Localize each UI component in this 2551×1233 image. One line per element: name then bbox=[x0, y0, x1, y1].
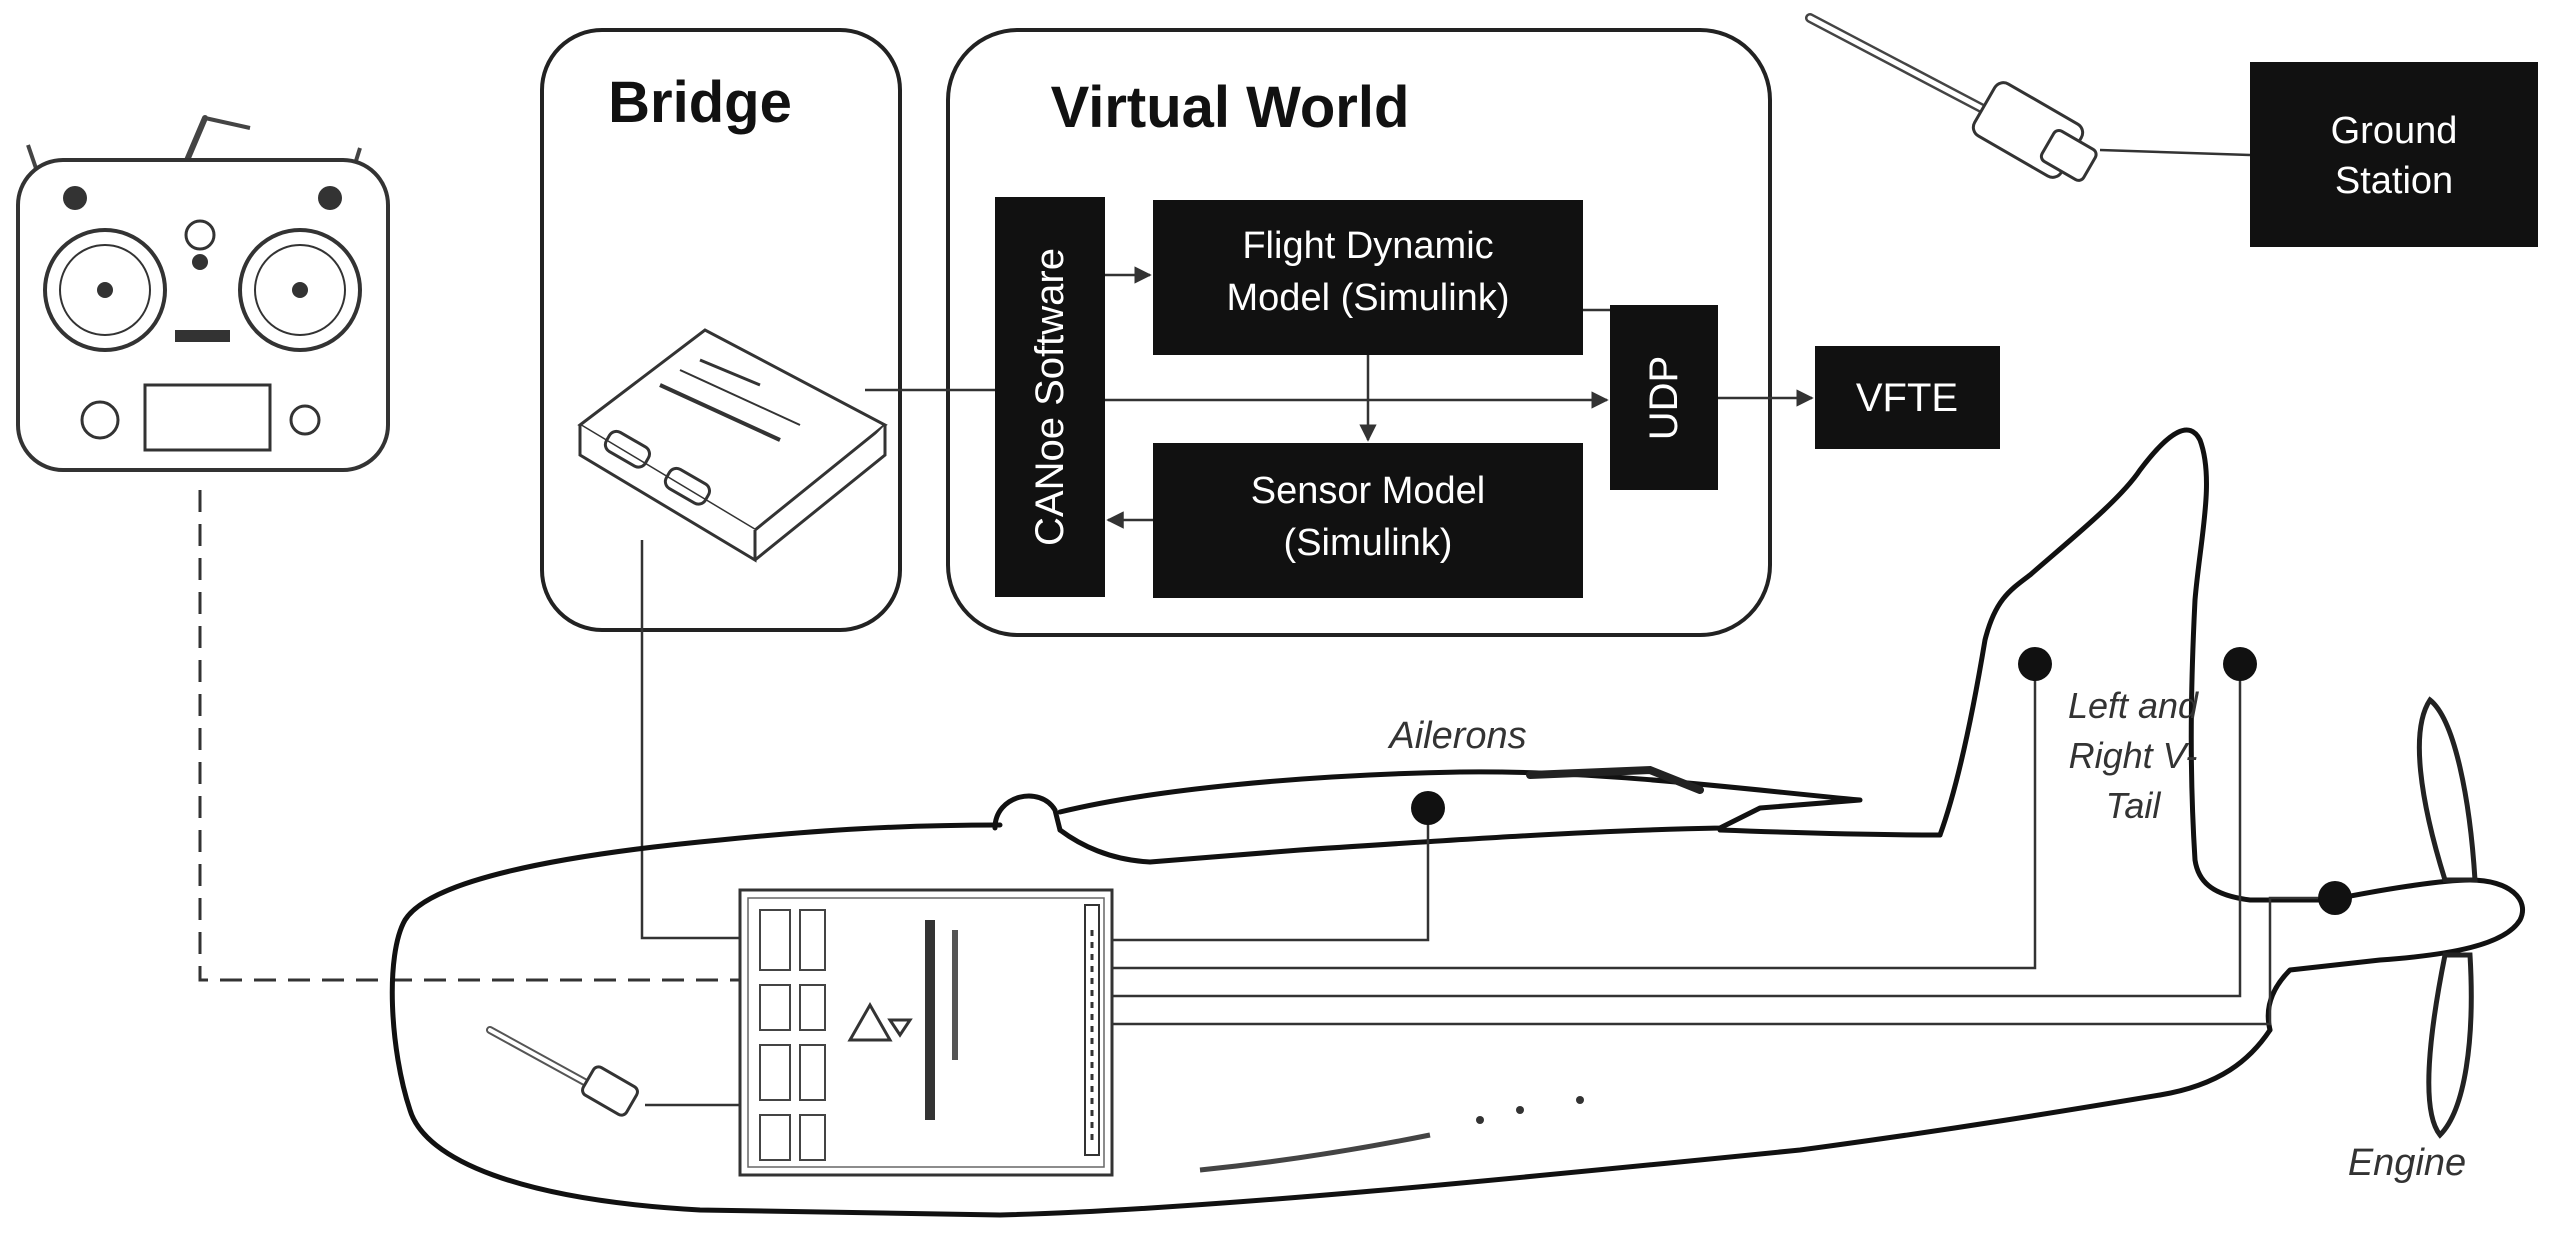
virtual-world-title: Virtual World bbox=[1051, 75, 1410, 140]
autopilot-board-icon bbox=[738, 888, 1114, 1177]
vtail-label-line2: Right V- bbox=[2069, 735, 2198, 776]
udp-block: UDP bbox=[1610, 305, 1718, 490]
right-vtail-servo-wire bbox=[1112, 666, 2242, 998]
sensor-label-line1: Sensor Model bbox=[1251, 470, 1485, 512]
fdm-label-line2: Model (Simulink) bbox=[1227, 277, 1510, 319]
aircraft-outline-icon bbox=[389, 427, 2525, 1218]
engine-servo-dot bbox=[2318, 881, 2352, 915]
flight-dynamic-model-block: Flight Dynamic Model (Simulink) bbox=[1153, 200, 1583, 355]
udp-label: UDP bbox=[1642, 356, 1686, 440]
rc-transmitter-icon bbox=[16, 115, 390, 472]
canoe-software-label: CANoe Software bbox=[1028, 248, 1072, 546]
engine-label: Engine bbox=[2348, 1142, 2466, 1184]
fdm-label-line1: Flight Dynamic bbox=[1242, 225, 1493, 267]
bridge-to-autopilot-link bbox=[640, 540, 740, 940]
virtual-world-group: Virtual World bbox=[946, 28, 1772, 637]
vtail-label-line1: Left and bbox=[2068, 685, 2199, 726]
canoe-software-block: CANoe Software bbox=[995, 197, 1105, 597]
vfte-block: VFTE bbox=[1815, 346, 2000, 449]
ground-station-label-line2: Station bbox=[2335, 160, 2453, 202]
sensor-label-line2: (Simulink) bbox=[1284, 522, 1453, 564]
bridge-group: Bridge bbox=[540, 28, 902, 632]
vfte-label: VFTE bbox=[1856, 376, 1958, 420]
telemetry-radio-icon bbox=[1805, 13, 2098, 182]
ground-station-label-line1: Ground bbox=[2331, 110, 2458, 152]
aircraft-telemetry-radio-icon bbox=[486, 1026, 639, 1117]
left-vtail-servo-wire bbox=[1112, 666, 2037, 970]
vtail-label-line3: Tail bbox=[2106, 785, 2162, 826]
right-vtail-servo-dot bbox=[2223, 647, 2257, 681]
engine-servo-wire bbox=[1112, 896, 2318, 1026]
aileron-servo-wire bbox=[1112, 810, 1430, 942]
rc-to-autopilot-dashed-link bbox=[198, 490, 740, 982]
ailerons-label: Ailerons bbox=[1387, 715, 1526, 757]
left-vtail-servo-dot bbox=[2018, 647, 2052, 681]
radio-to-ground-station-link bbox=[2099, 148, 2251, 157]
aileron-servo-dot bbox=[1411, 791, 1445, 825]
propeller-icon bbox=[2416, 696, 2478, 1139]
can-interface-icon bbox=[577, 328, 888, 563]
bridge-title: Bridge bbox=[608, 70, 792, 135]
ground-station-block: Ground Station bbox=[2250, 62, 2538, 247]
sensor-model-block: Sensor Model (Simulink) bbox=[1153, 443, 1583, 598]
